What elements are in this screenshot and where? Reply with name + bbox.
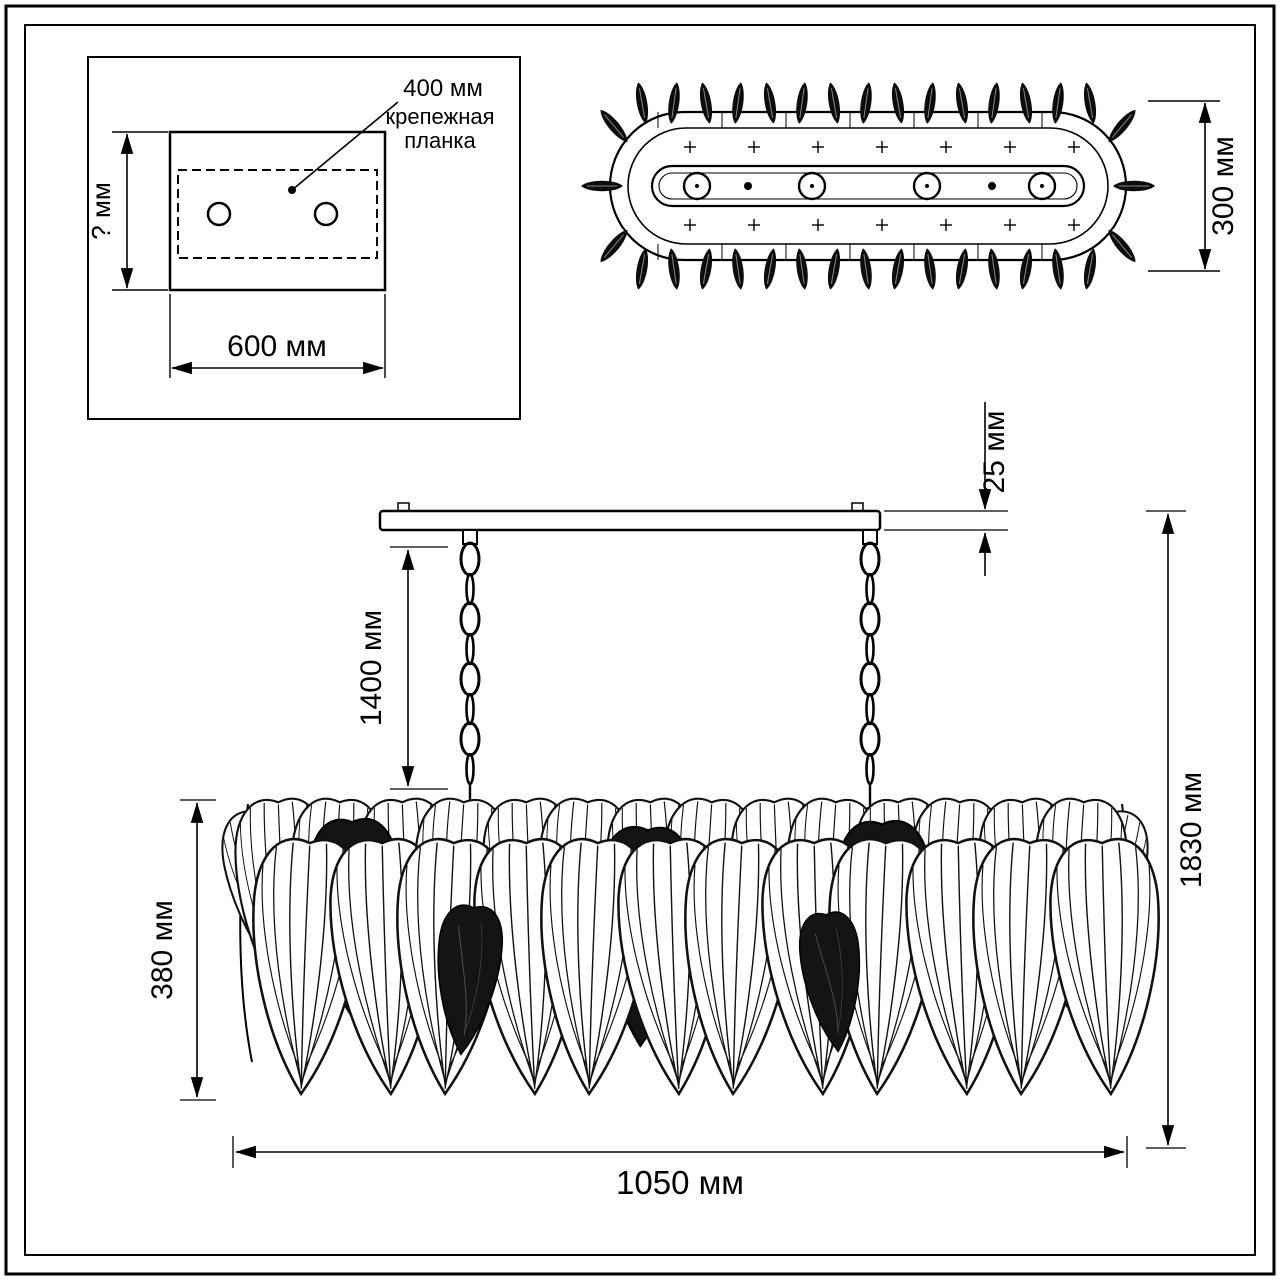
crystal-leaf-top [760, 80, 780, 126]
bracket-name-line1: крепежная [385, 104, 494, 129]
top-view-center-bar-inner [658, 172, 1078, 200]
lamp-socket [1027, 171, 1057, 201]
top-view-inner-ring [627, 127, 1109, 245]
body-height-label: 380 мм [146, 900, 179, 1000]
cross-tick [811, 140, 825, 154]
ceiling-plate [378, 509, 882, 532]
crystal-leaf-top [729, 80, 747, 126]
plate-width-label: 600 мм [227, 330, 327, 363]
lamp-sockets [682, 171, 1057, 201]
crystal-leaf-top [952, 80, 972, 126]
total-height-label: 1830 мм [1175, 772, 1208, 888]
crystal-leaf-top [888, 80, 908, 126]
front-view: 25 мм 1400 мм 1830 мм 380 мм [146, 402, 1208, 1201]
inner-border [24, 24, 1256, 1256]
crystal-leaf-top [824, 80, 844, 126]
crystal-leaf-bottom [696, 246, 716, 292]
crystal-leaf-bottom [793, 246, 811, 292]
cross-tick [811, 218, 825, 232]
dimension-total-height: 1830 мм [1146, 510, 1208, 1149]
leader-line [291, 101, 399, 191]
crystal-leaf-bottom [857, 246, 875, 292]
crystal-leaf-top [696, 80, 716, 126]
cross-tick [1067, 218, 1081, 232]
top-view-spokes [657, 112, 1043, 260]
top-view-center-bar [650, 164, 1086, 208]
cross-tick [939, 140, 953, 154]
crystal-leaf-top [793, 80, 811, 126]
crystal-leaf-bottom [760, 246, 780, 292]
crystal-leaf-bottom [824, 246, 844, 292]
bracket-dashed-outline [177, 169, 378, 259]
dimension-body-width: 1050 мм [232, 1136, 1128, 1201]
cross-tick [1067, 140, 1081, 154]
dimension-canopy-height: 25 мм [884, 402, 1011, 576]
body-width-label: 1050 мм [616, 1164, 744, 1201]
cross-tick [683, 140, 697, 154]
socket-center [695, 184, 699, 188]
lamp-socket [797, 171, 827, 201]
top-view: 300 мм [580, 80, 1240, 292]
crystal-leaf-bottom [665, 246, 683, 292]
crystal-leaf-bottom [1016, 246, 1036, 292]
socket-center [810, 184, 814, 188]
crystal-leaf-left-cap [595, 226, 633, 266]
mount-dot [744, 182, 752, 190]
crystal-leaf-bottom [888, 246, 908, 292]
dimension-top-view-depth: 300 мм [1148, 100, 1240, 272]
cross-tick [1003, 140, 1017, 154]
crystal-leaf-top [1049, 80, 1067, 126]
crystal-leaf-bottom [921, 246, 939, 292]
crystal-leaf-bottom [1049, 246, 1067, 292]
page-frame [4, 4, 1276, 1276]
crystal-leaf-bottom [729, 246, 747, 292]
detail-box [87, 56, 521, 420]
mounting-plate-detail: 400 мм крепежная планка ? мм 600 мм [86, 56, 521, 420]
cross-tick [683, 218, 697, 232]
top-view-depth-label: 300 мм [1207, 136, 1240, 236]
cross-tick [875, 140, 889, 154]
dimension-body-height: 380 мм [146, 799, 216, 1101]
lamp-socket [912, 171, 942, 201]
crystal-leaf-top [632, 80, 652, 126]
cross-tick [747, 218, 761, 232]
lamp-socket [682, 171, 712, 201]
socket-center [925, 184, 929, 188]
crystal-leaf-top [1016, 80, 1036, 126]
crystal-leaf-top [857, 80, 875, 126]
plate-outline [168, 130, 387, 292]
chandelier-body [211, 795, 1167, 1098]
mount-dot [988, 182, 996, 190]
socket-center [1040, 184, 1044, 188]
dimension-plate-width: 600 мм [169, 294, 386, 378]
suspension-chain-right [859, 541, 881, 843]
crystal-leaf-left-cap [580, 180, 624, 192]
crystal-leaf-bottom [985, 246, 1003, 292]
chain-length-label: 1400 мм [355, 610, 388, 726]
cross-tick [747, 140, 761, 154]
crystal-leaf-right-cap [1112, 180, 1156, 192]
crystal-leaf-left-cap [595, 106, 633, 146]
suspension-chain-left [459, 541, 481, 843]
crystal-leaf-bottom [632, 246, 652, 292]
screw-hole-right [313, 201, 339, 227]
crystal-leaf-bottom [952, 246, 972, 292]
crystal-leaf-right-cap [1103, 106, 1141, 146]
bracket-length-label: 400 мм [403, 75, 483, 102]
glass-leaf [1046, 836, 1167, 1098]
plate-height-label: ? мм [86, 182, 116, 239]
bracket-name-line2: планка [404, 128, 476, 153]
crystal-leaf-top [921, 80, 939, 126]
screw-hole-left [206, 201, 232, 227]
canopy-height-label: 25 мм [978, 411, 1011, 494]
cross-tick [875, 218, 889, 232]
crystal-leaf-top [985, 80, 1003, 126]
dimension-plate-height: ? мм [86, 131, 168, 291]
dimension-chain-length: 1400 мм [355, 546, 448, 790]
outer-border [4, 4, 1276, 1276]
crystal-leaf-right-cap [1103, 226, 1141, 266]
crystal-leaf-top [665, 80, 683, 126]
cross-tick [1003, 218, 1017, 232]
cross-tick [939, 218, 953, 232]
